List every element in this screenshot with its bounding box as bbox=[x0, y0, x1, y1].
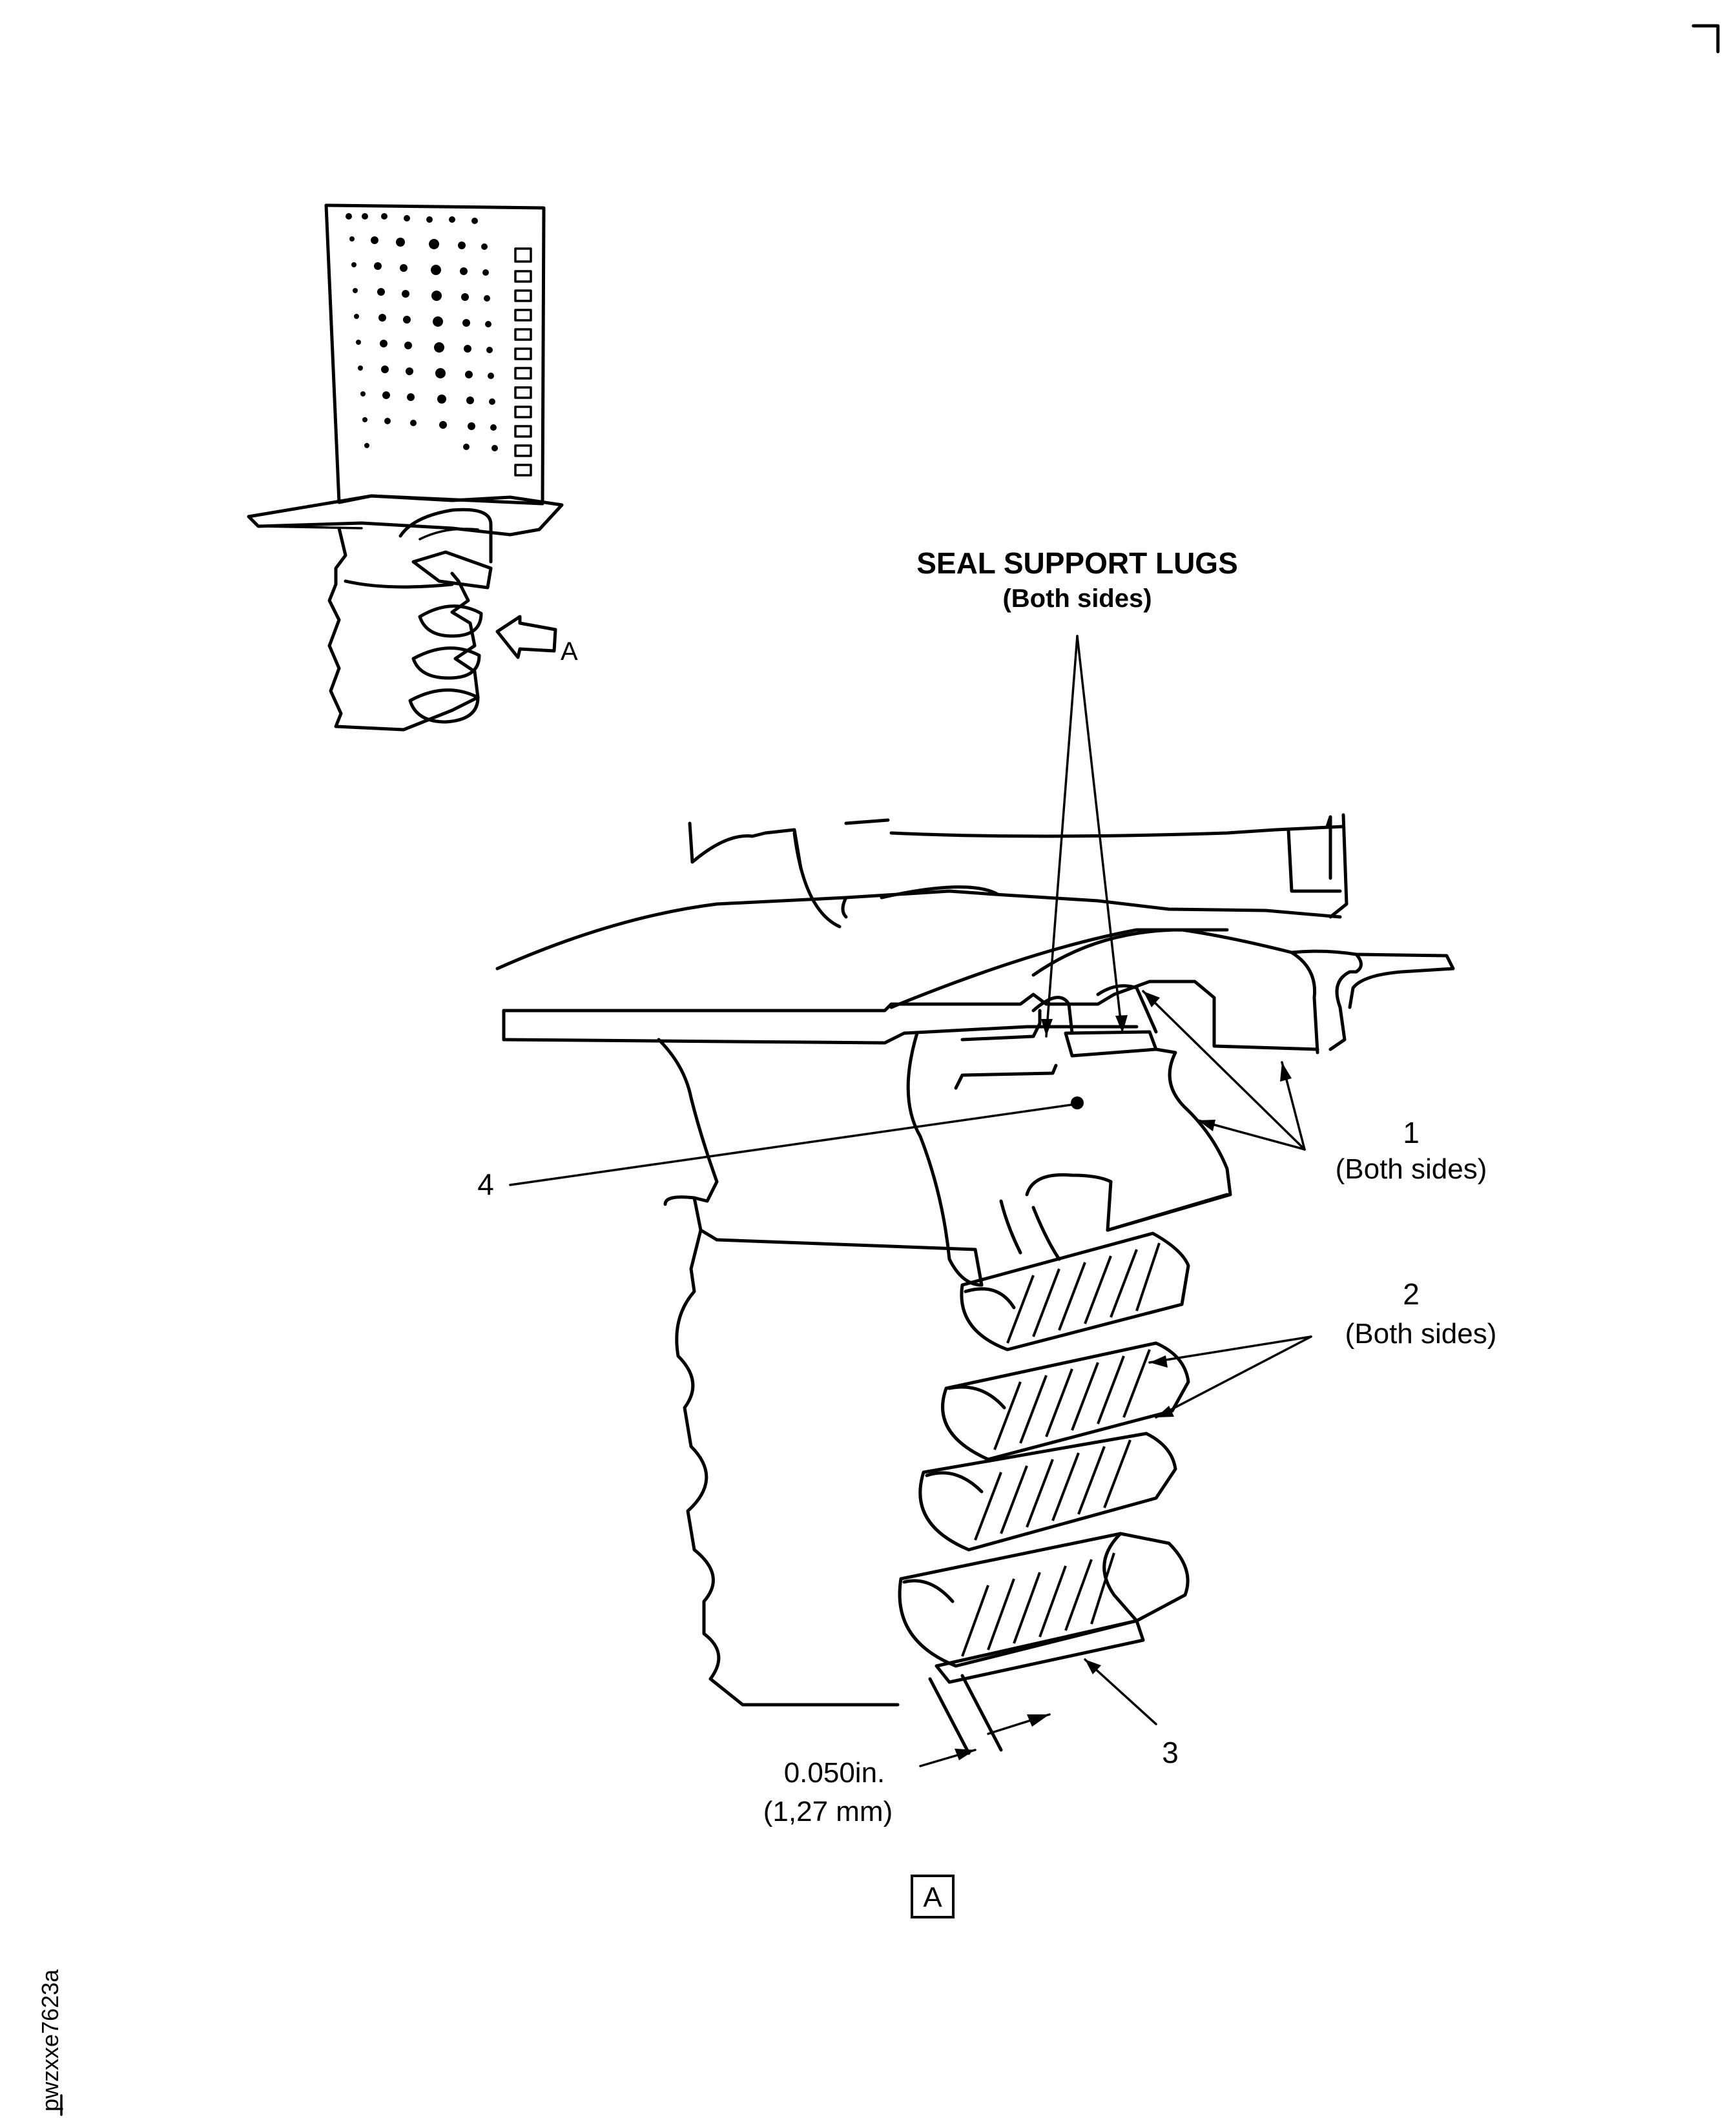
callout-1-label: 1 bbox=[1403, 1116, 1420, 1149]
view-arrow-label: A bbox=[561, 637, 578, 666]
figure-id-text: pwzxxe7623a bbox=[37, 1969, 63, 2112]
callout-2-note: (Both sides) bbox=[1345, 1318, 1497, 1350]
seal-support-lugs-label: SEAL SUPPORT LUGS bbox=[916, 546, 1238, 580]
fir-tree-serrations bbox=[898, 1231, 1190, 1684]
seal-support-lugs-note: (Both sides) bbox=[1002, 584, 1152, 613]
trailing-edge-slots bbox=[514, 247, 532, 477]
overview-blade bbox=[247, 203, 564, 732]
detail-view-a bbox=[495, 813, 1455, 1767]
callout-4-label: 4 bbox=[477, 1167, 494, 1201]
callout-2-label: 2 bbox=[1403, 1277, 1420, 1311]
section-hatching bbox=[961, 1242, 1161, 1657]
dimension-lines bbox=[919, 1674, 1051, 1767]
view-box-a: A bbox=[911, 1875, 955, 1918]
figure-id: pwzxxe7623a bbox=[37, 1969, 63, 2116]
leader-lines bbox=[509, 635, 1312, 1725]
dimension-mm-label: (1,27 mm) bbox=[763, 1796, 893, 1827]
view-arrow-a bbox=[495, 615, 557, 659]
corner-mark bbox=[1691, 24, 1720, 54]
view-box-label: A bbox=[923, 1882, 942, 1913]
callout-1-note: (Both sides) bbox=[1336, 1153, 1487, 1185]
callout-3-label: 3 bbox=[1162, 1736, 1179, 1769]
dimension-inches-label: 0.050in. bbox=[784, 1757, 885, 1789]
cooling-holes bbox=[346, 213, 498, 451]
